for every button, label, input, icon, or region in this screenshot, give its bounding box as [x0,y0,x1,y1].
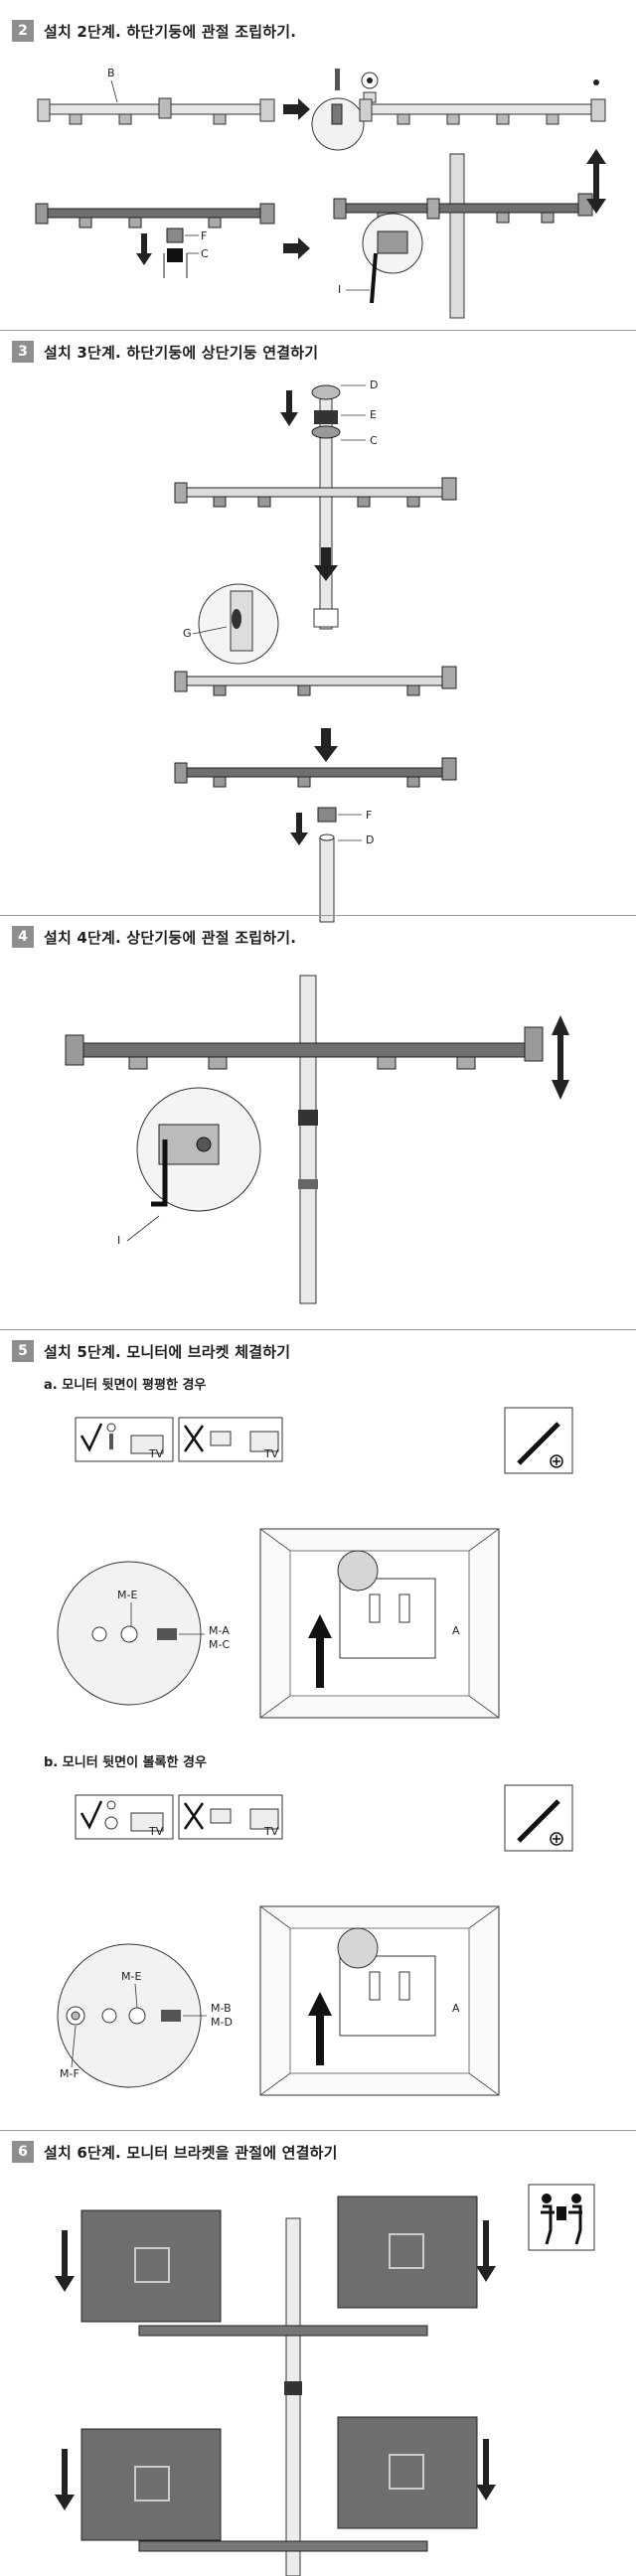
step-title: 설치 3단계. 하단기둥에 상단기둥 연결하기 [44,343,319,362]
step-title: 설치 4단계. 상단기둥에 관절 조립하기. [44,928,297,947]
arm-assembly [359,79,606,125]
subsection-a-title: a. 모니터 뒷면이 평평한 경우 [44,1378,207,1393]
label-I: I [338,283,341,296]
step-number-badge: 5 [12,1340,34,1362]
arm-assembly [37,97,275,125]
step-5: 5 설치 5단계. 모니터에 브라켓 체결하기 a. 모니터 뒷면이 평평한 경… [0,1330,636,2125]
label-G: G [183,627,192,640]
monitor [80,2428,222,2541]
monitor [80,2209,222,2323]
step-5a-illustration: TV TV M-E M-A M-C A [57,1407,573,1719]
pole [299,975,317,1304]
cross-icon [183,1425,205,1452]
label-TV: TV [263,1825,279,1838]
label-ME: M-E [117,1589,137,1601]
screwdriver-icon [517,1799,560,1843]
step-6-illustration [55,2184,595,2576]
check-icon [80,1423,103,1452]
label-MD: M-D [211,2016,233,2029]
screwdriver-icon [517,1422,560,1465]
arm-assembly [333,193,593,224]
arrow-icon [308,1992,332,2065]
label-C: C [370,434,378,447]
step-3: 3 설치 3단계. 하단기둥에 상단기둥 연결하기 D E C G [0,331,636,923]
step-2-header: 2 설치 2단계. 하단기둥에 관절 조립하기. [12,20,296,42]
step-6: 6 설치 6단계. 모니터 브라켓을 관절에 연결하기 [0,2131,636,2576]
step-title: 설치 2단계. 하단기둥에 관절 조립하기. [44,22,297,41]
label-ME: M-E [121,1970,141,1983]
label-E: E [370,408,377,421]
subsection-b-title: b. 모니터 뒷면이 볼록한 경우 [44,1755,207,1770]
label-TV: TV [148,1447,164,1460]
step-5-header: 5 설치 5단계. 모니터에 브라켓 체결하기 [12,1340,290,1362]
label-TV: TV [148,1825,164,1838]
arm-assembly [174,477,457,508]
step-title: 설치 5단계. 모니터에 브라켓 체결하기 [44,1342,291,1361]
arm-assembly [65,1026,544,1070]
step-4-header: 4 설치 4단계. 상단기둥에 관절 조립하기. [12,926,296,948]
step-number-badge: 3 [12,341,34,363]
step-title: 설치 6단계. 모니터 브라켓을 관절에 연결하기 [44,2143,338,2162]
step-4: 4 설치 4단계. 상단기둥에 관절 조립하기. I [0,916,636,1313]
step-6-header: 6 설치 6단계. 모니터 브라켓을 관절에 연결하기 [12,2141,338,2163]
label-F: F [366,809,372,822]
step-3-illustration: D E C G [174,379,457,923]
arrow-icon [283,237,310,259]
arrow-icon [55,2449,75,2510]
label-I: I [117,1234,120,1247]
step-number-badge: 6 [12,2141,34,2163]
label-D: D [370,379,378,391]
step-5b-illustration: TV TV M-E M-B M-D M-F A [57,1784,573,2096]
label-MF: M-F [60,2067,80,2080]
arrow-icon [308,1614,332,1688]
pole [319,836,335,923]
arrow-icon [314,547,338,581]
arm-assembly [174,666,457,696]
label-B: B [107,67,115,79]
label-A: A [452,1624,460,1637]
arrow-icon [283,98,310,120]
arrow-icon [314,728,338,762]
label-MA: M-A [209,1624,230,1637]
monitor [337,2416,478,2529]
step-2-illustration: B [35,67,606,319]
monitor [337,2196,478,2309]
arrow-icon [476,2220,496,2282]
pole [285,2217,301,2576]
arrow-icon [476,2439,496,2500]
label-TV: TV [263,1447,279,1460]
label-C: C [201,247,209,260]
two-person-icon [541,2194,582,2245]
check-icon [80,1800,103,1830]
arrow-icon [55,2230,75,2292]
pole [449,153,465,319]
arm-assembly [174,757,457,788]
arm-assembly [35,203,275,228]
label-D: D [366,833,374,846]
step-number-badge: 4 [12,926,34,948]
step-2: 2 설치 2단계. 하단기둥에 관절 조립하기. B [0,0,636,319]
step-number-badge: 2 [12,20,34,42]
step-3-header: 3 설치 3단계. 하단기둥에 상단기둥 연결하기 [12,341,318,363]
label-MC: M-C [209,1638,230,1651]
label-MB: M-B [211,2002,232,2015]
label-F: F [201,229,207,242]
label-A: A [452,2002,460,2015]
step-4-illustration: I [65,975,569,1304]
cross-icon [183,1802,205,1830]
